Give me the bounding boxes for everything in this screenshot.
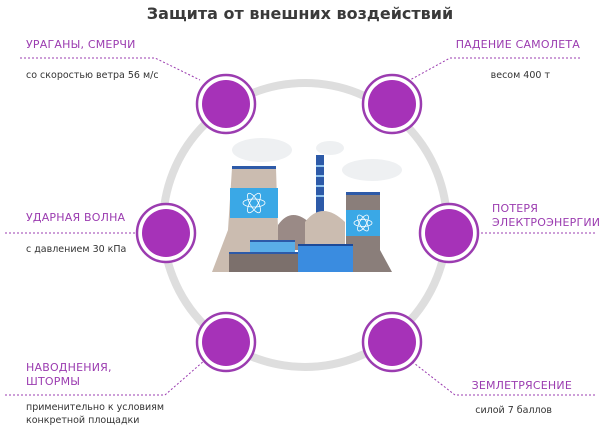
node-shockwave-icon (135, 202, 197, 264)
page-title: Защита от внешних воздействий (146, 4, 454, 23)
nuclear-plant-icon (212, 138, 402, 272)
factor-detail-line1: применительно к условиям (26, 402, 165, 413)
factor-title-earthquake: ЗЕМЛЕТРЯСЕНИЕ (471, 379, 572, 392)
node-floods-icon (195, 311, 257, 373)
factor-detail-earthquake: силой 7 баллов (475, 405, 552, 416)
factor-title-line2: ЭЛЕКТРОЭНЕРГИИ (492, 216, 600, 229)
factor-title-power-loss: ПОТЕРЯ ЭЛЕКТРОЭНЕРГИИ (492, 202, 600, 230)
factor-detail-shockwave: с давлением 30 кПа (26, 244, 127, 255)
node-earthquake-icon (361, 311, 423, 373)
connector-earthquake (409, 359, 595, 396)
factor-detail-plane: весом 400 т (490, 70, 550, 81)
node-hurricanes-icon (195, 73, 257, 135)
factor-title-floods: НАВОДНЕНИЯ, ШТОРМЫ (26, 361, 112, 389)
node-power-loss-icon (418, 202, 480, 264)
factor-detail-floods: применительно к условиям конкретной площ… (26, 401, 164, 427)
connector-hurricanes (20, 57, 201, 81)
connector-plane (409, 57, 580, 81)
factor-title-line1: ПОТЕРЯ (492, 202, 539, 215)
factor-title-plane: ПАДЕНИЕ САМОЛЕТА (455, 38, 580, 51)
factor-title-line1: НАВОДНЕНИЯ, (26, 361, 112, 374)
factor-title-line2: ШТОРМЫ (26, 375, 81, 388)
node-plane-icon (361, 73, 423, 135)
factor-detail-hurricanes: со скоростью ветра 56 м/с (26, 70, 159, 81)
factor-title-shockwave: УДАРНАЯ ВОЛНА (26, 211, 126, 224)
connector-floods (5, 359, 206, 396)
factor-detail-line2: конкретной площадки (26, 415, 140, 426)
factor-nodes (135, 73, 480, 373)
factor-title-hurricanes: УРАГАНЫ, СМЕРЧИ (26, 38, 136, 51)
connector-lines (5, 57, 595, 396)
